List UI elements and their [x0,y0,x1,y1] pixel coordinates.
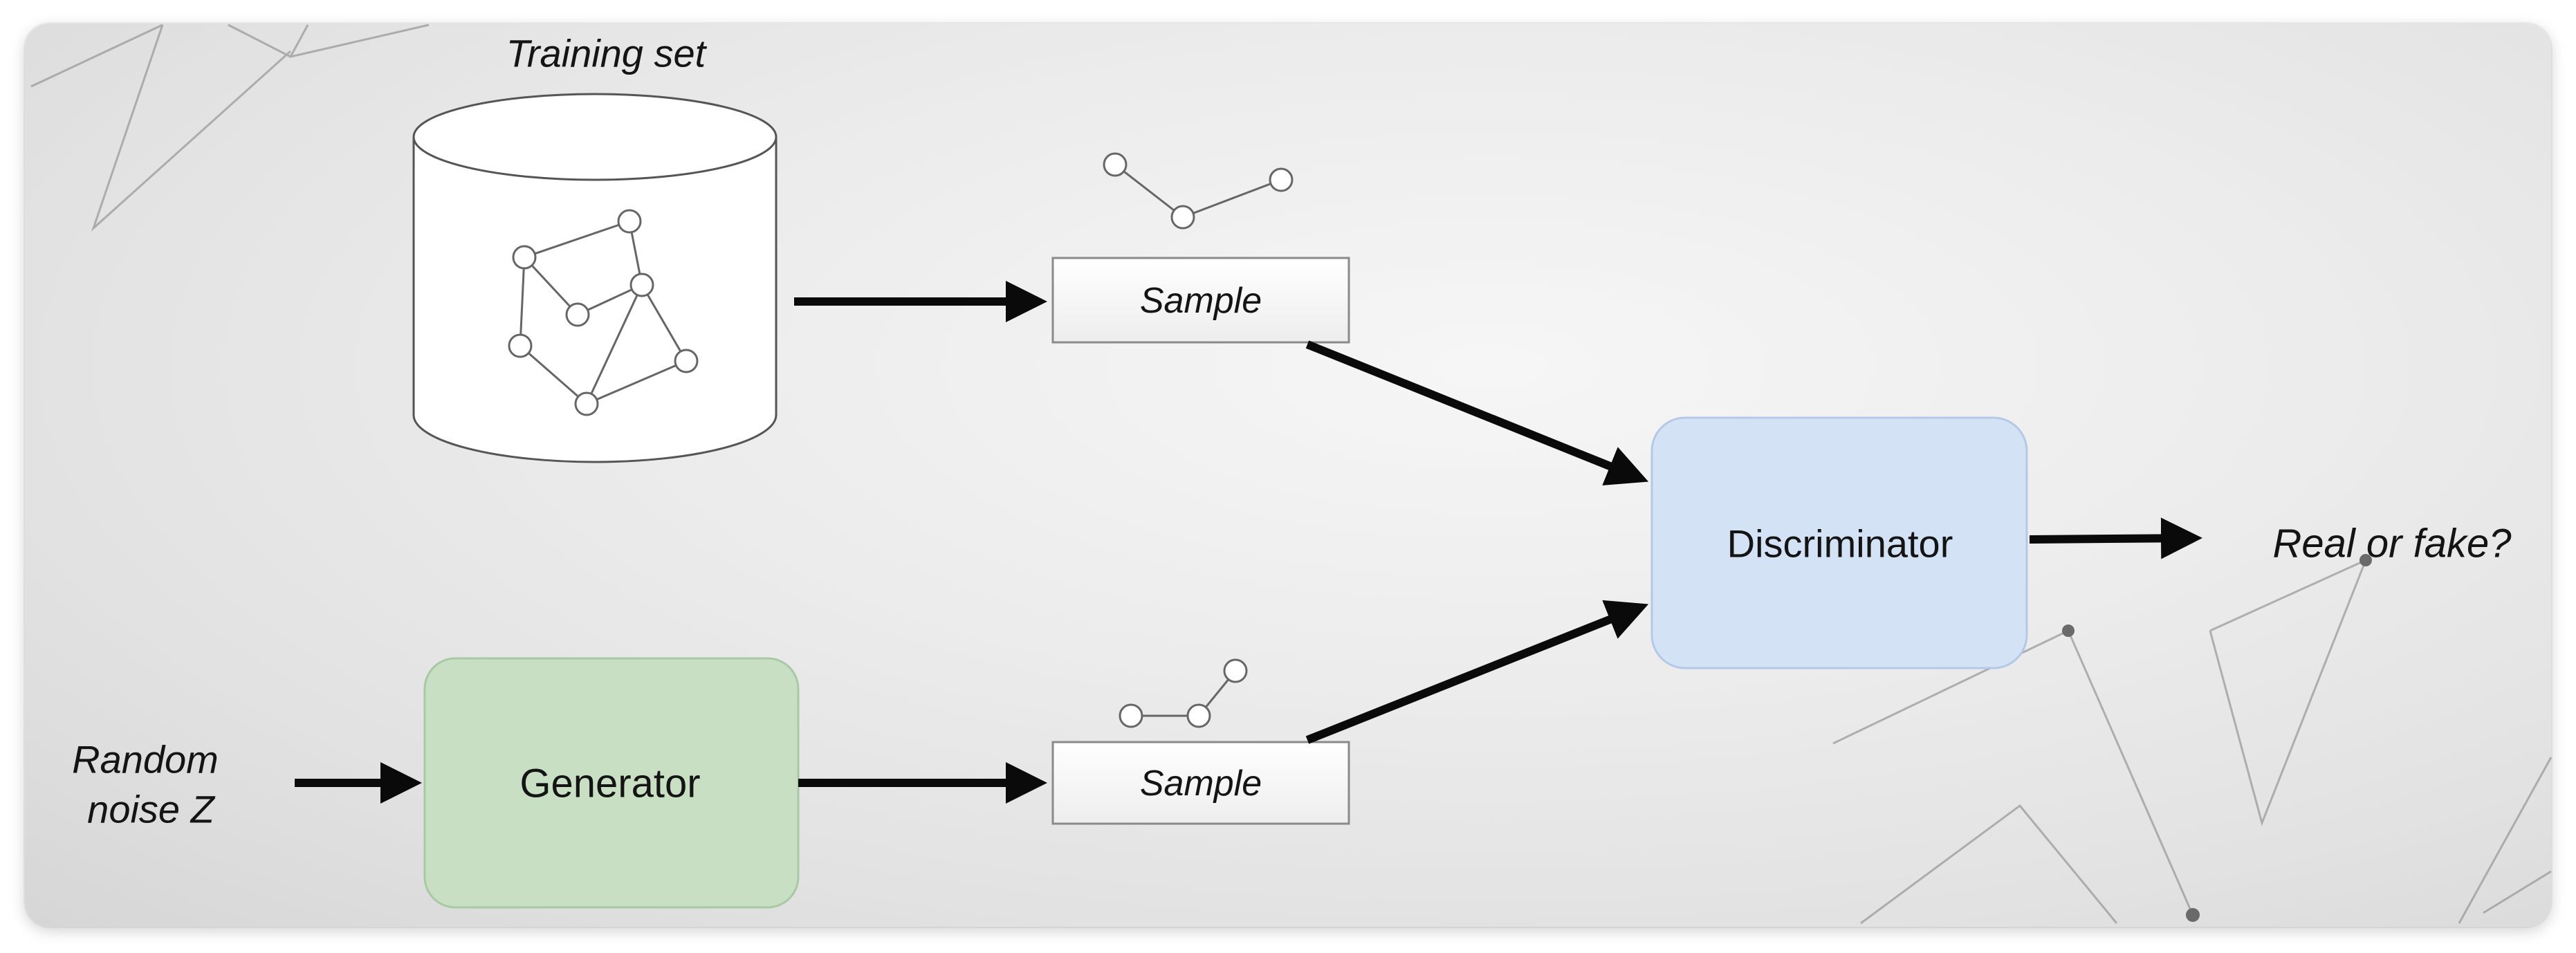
sample-bottom-graph-icon [1119,658,1248,728]
background-decoration [30,24,2552,925]
training-set-database [412,93,778,463]
sample-top-label: Sample [1139,281,1262,321]
discriminator-label: Discriminator [1727,521,1953,566]
flow-arrows [295,281,2202,804]
generator-label: Generator [519,761,701,806]
sample-bottom-box [1051,741,1350,825]
background-dots [2062,554,2372,922]
discriminator-box [1650,416,2028,669]
real-or-fake-label: Real or fake? [2272,521,2512,566]
arrow-sample-to-discriminator-top [1305,340,1649,485]
arrow-discriminator-to-output [2029,517,2202,559]
sample-top-box [1051,257,1350,344]
random-noise-label-line2: noise Z [87,787,214,831]
arrow-sample-to-discriminator-bottom [1305,600,1649,744]
sample-bottom-label: Sample [1139,764,1262,804]
training-set-label: Training set [506,31,706,75]
random-noise-label-line1: Random [72,737,219,781]
sample-top-graph-icon [1103,152,1294,230]
training-graph-icon [508,209,699,416]
